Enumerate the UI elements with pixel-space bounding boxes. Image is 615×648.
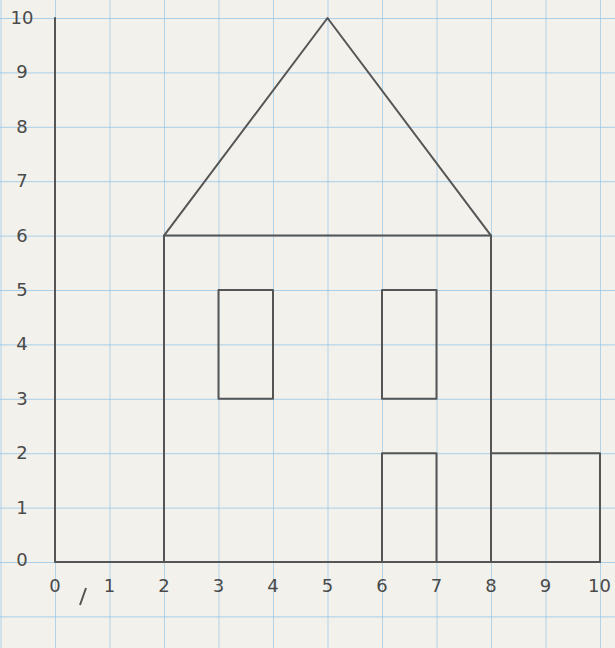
x-axis-number: 3	[213, 577, 224, 595]
y-axis-number: 1	[16, 499, 27, 517]
x-axis-number: 5	[322, 577, 333, 595]
x-axis-number: 0	[49, 577, 60, 595]
x-axis-number: 4	[267, 577, 278, 595]
x-axis-number: 6	[376, 577, 387, 595]
y-axis-number: 3	[16, 390, 27, 408]
y-axis-number: 6	[16, 227, 27, 245]
y-axis-number: 8	[16, 118, 27, 136]
house-walls	[164, 236, 491, 562]
y-axis-number: 2	[16, 444, 27, 462]
y-axis-number: 7	[16, 172, 27, 190]
window	[382, 290, 437, 399]
axes	[55, 18, 600, 562]
x-axis-number: 8	[485, 577, 496, 595]
y-axis-number: 4	[16, 335, 27, 353]
y-axis-number: 5	[16, 281, 27, 299]
x-axis-number: 7	[431, 577, 442, 595]
roof	[164, 18, 491, 236]
x-axis-number: 10	[588, 577, 611, 595]
pencil-mark	[80, 588, 86, 605]
y-axis-number: 10	[11, 9, 34, 27]
window	[219, 290, 274, 399]
x-axis-number: 1	[104, 577, 115, 595]
x-axis-number: 9	[540, 577, 551, 595]
x-axis-number: 2	[158, 577, 169, 595]
door	[382, 453, 437, 562]
y-axis-number: 9	[16, 63, 27, 81]
shed	[491, 453, 600, 562]
y-axis-number: 0	[16, 551, 27, 569]
